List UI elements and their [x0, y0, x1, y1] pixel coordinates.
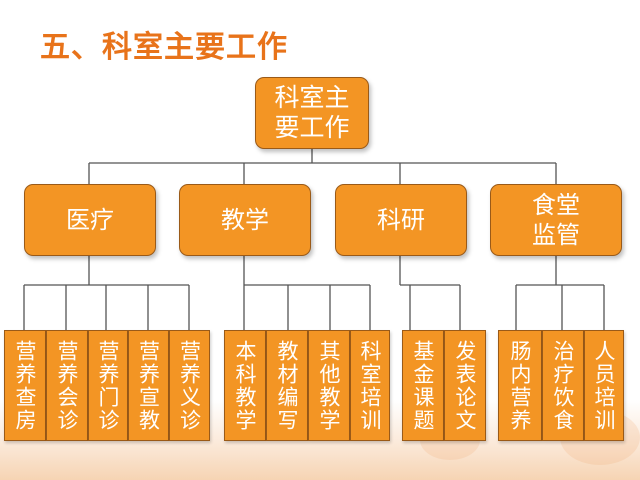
branch-node-medical: 医疗: [24, 184, 156, 256]
leaf-node-canteen: 肠内营养: [498, 330, 542, 441]
branch-label: 教学: [221, 206, 269, 234]
leaf-label: 人员培训: [592, 339, 616, 432]
root-label-line2: 要工作: [274, 113, 350, 142]
root-connector: [88, 149, 557, 184]
leaf-label: 基金课题: [411, 339, 435, 432]
root-node: 科室主 要工作: [255, 77, 369, 149]
leaf-node-medical: 营养义诊: [169, 330, 210, 441]
canteen-connector: [515, 256, 605, 330]
leaf-label: 营养义诊: [177, 339, 202, 432]
branch-label-line2: 监管: [532, 221, 580, 249]
branch-node-research: 科研: [335, 184, 467, 256]
leaf-label: 科室培训: [358, 339, 382, 432]
teaching-connector: [243, 256, 371, 330]
leaf-label: 营养门诊: [96, 339, 120, 432]
leaf-label: 教材编写: [275, 339, 299, 432]
medical-connector: [23, 256, 190, 330]
leaf-label: 营养会诊: [55, 339, 79, 432]
branch-node-canteen: 食堂 监管: [490, 184, 622, 256]
leaf-label: 治疗饮食: [551, 339, 575, 432]
research-connector: [399, 256, 461, 330]
leaf-node-medical: 营养查房: [4, 330, 46, 441]
leaf-label: 其他教学: [317, 339, 341, 432]
leaf-label: 营养宣教: [136, 339, 161, 432]
leaf-node-medical: 营养会诊: [46, 330, 88, 441]
leaf-label: 本科教学: [233, 339, 257, 432]
leaf-label: 营养查房: [13, 339, 37, 432]
root-label-line1: 科室主: [274, 83, 350, 112]
leaf-node-medical: 营养宣教: [128, 330, 169, 441]
branch-node-teaching: 教学: [179, 184, 311, 256]
leaf-node-canteen: 人员培训: [584, 330, 624, 441]
leaf-node-teaching: 教材编写: [266, 330, 308, 441]
page-title: 五、科室主要工作: [40, 30, 288, 65]
leaf-label: 发表论文: [453, 339, 477, 432]
leaf-node-canteen: 治疗饮食: [542, 330, 584, 441]
leaf-node-research: 发表论文: [444, 330, 486, 441]
leaf-node-medical: 营养门诊: [88, 330, 128, 441]
branch-label: 医疗: [66, 206, 114, 234]
branch-label: 科研: [377, 206, 425, 234]
leaf-label: 肠内营养: [508, 339, 532, 432]
leaf-node-teaching: 科室培训: [350, 330, 390, 441]
leaf-node-teaching: 本科教学: [224, 330, 266, 441]
leaf-node-research: 基金课题: [402, 330, 444, 441]
branch-label-line1: 食堂: [532, 191, 580, 219]
leaf-node-teaching: 其他教学: [308, 330, 350, 441]
